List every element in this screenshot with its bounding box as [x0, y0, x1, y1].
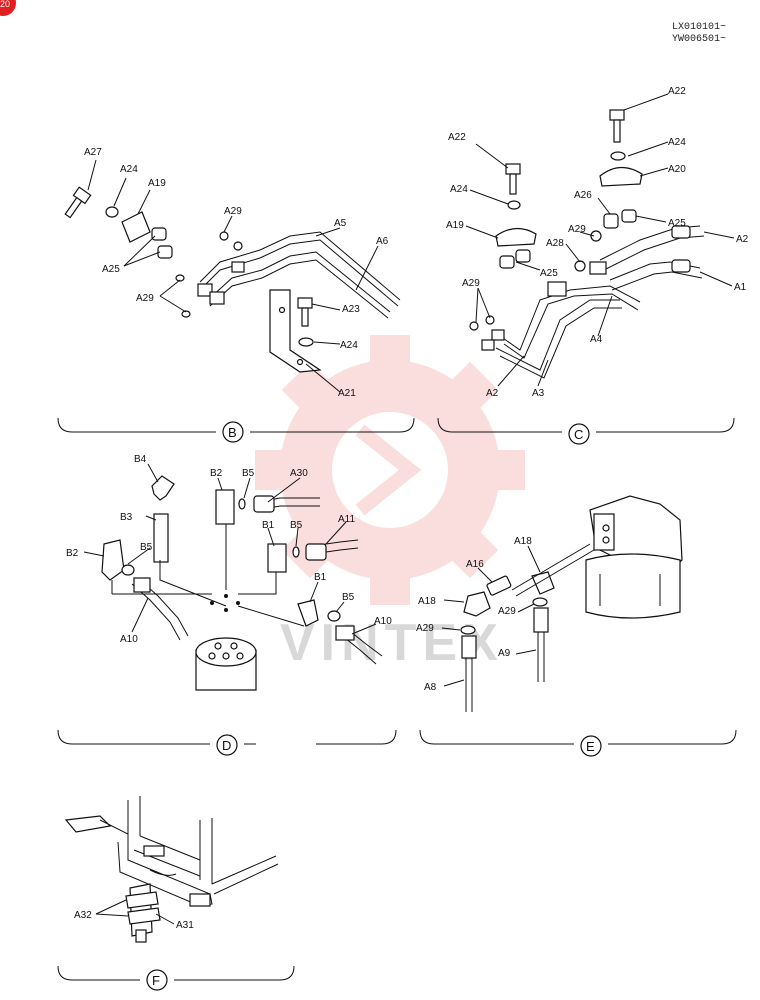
label-d-5: B1: [262, 520, 275, 531]
label-c-5: A26: [574, 190, 592, 201]
page-badge-text: 20: [0, 0, 10, 9]
label-b-1: A24: [120, 164, 138, 175]
page-badge: [0, 0, 16, 16]
serial-line-2: YW006501~: [672, 34, 726, 45]
label-c-3: A24: [668, 137, 686, 148]
label-b-3: A25: [102, 264, 120, 275]
label-e-3: A29: [498, 606, 516, 617]
label-b-4: A29: [136, 293, 154, 304]
section-b-divider: B: [57, 417, 415, 443]
label-d-10: B1: [314, 572, 327, 583]
section-b-drawing: [64, 159, 401, 393]
label-e-6: A8: [424, 682, 437, 693]
section-e-drawing: [441, 495, 683, 712]
section-c-labels: A22 A22 A24 A24 A20 A26 A25 A19 A29 A2 A…: [446, 86, 749, 399]
label-d-0: B4: [134, 454, 147, 465]
section-f-divider: F: [57, 965, 295, 991]
label-f-0: A32: [74, 910, 92, 921]
section-d-divider: D: [57, 729, 397, 756]
section-d-drawing: [83, 463, 383, 691]
label-c-6: A25: [668, 218, 686, 229]
section-c-drawing: [465, 93, 735, 387]
label-b-9: A24: [340, 340, 358, 351]
label-c-2: A24: [450, 184, 468, 195]
section-f-marker: F: [152, 973, 160, 988]
label-c-15: A2: [486, 388, 499, 399]
section-b-labels: A27 A24 A19 A25 A29 A29 A5 A6 A23 A24 A2…: [84, 147, 389, 399]
label-b-6: A5: [334, 218, 347, 229]
label-c-1: A22: [668, 86, 686, 97]
section-c-divider: C: [437, 417, 735, 445]
label-d-2: B5: [242, 468, 255, 479]
label-b-8: A23: [342, 304, 360, 315]
section-d-labels: B4 B2 B5 A30 B3 B1 B5 A11 B2 B5 B1 B5 A1…: [66, 454, 392, 645]
label-c-16: A3: [532, 388, 545, 399]
label-b-7: A6: [376, 236, 389, 247]
label-c-0: A22: [448, 132, 466, 143]
section-e-marker: E: [586, 739, 595, 754]
section-d-marker: D: [222, 738, 231, 753]
label-d-7: A11: [338, 514, 355, 525]
label-d-12: A10: [120, 634, 138, 645]
label-f-1: A31: [176, 920, 194, 931]
section-e-divider: E: [419, 729, 737, 757]
label-e-4: A29: [416, 623, 434, 634]
label-d-1: B2: [210, 468, 223, 479]
label-b-2: A19: [148, 178, 166, 189]
label-d-9: B5: [140, 542, 153, 553]
label-e-0: A18: [514, 536, 532, 547]
label-d-4: B3: [120, 512, 133, 523]
section-f-labels: A32 A31: [74, 910, 194, 931]
label-c-12: A29: [462, 278, 480, 289]
label-b-0: A27: [84, 147, 102, 158]
section-b-marker: B: [228, 425, 237, 440]
label-d-11: B5: [342, 592, 355, 603]
section-f-drawing: [64, 796, 279, 943]
section-e-labels: A18 A16 A18 A29 A29 A9 A8: [416, 536, 532, 693]
label-c-13: A1: [734, 282, 747, 293]
label-d-6: B5: [290, 520, 303, 531]
label-c-7: A19: [446, 220, 464, 231]
label-c-10: A28: [546, 238, 564, 249]
label-c-4: A20: [668, 164, 686, 175]
serial-line-1: LX010101~: [672, 22, 726, 33]
label-d-3: A30: [290, 468, 308, 479]
section-c-marker: C: [574, 427, 583, 442]
label-e-1: A16: [466, 559, 484, 570]
label-c-11: A25: [540, 268, 558, 279]
label-d-8: B2: [66, 548, 79, 559]
label-c-9: A2: [736, 234, 749, 245]
label-e-2: A18: [418, 596, 436, 607]
label-b-10: A21: [338, 388, 356, 399]
label-e-5: A9: [498, 648, 511, 659]
label-b-5: A29: [224, 206, 242, 217]
label-d-13: A10: [374, 616, 392, 627]
label-c-8: A29: [568, 224, 586, 235]
label-c-14: A4: [590, 334, 603, 345]
